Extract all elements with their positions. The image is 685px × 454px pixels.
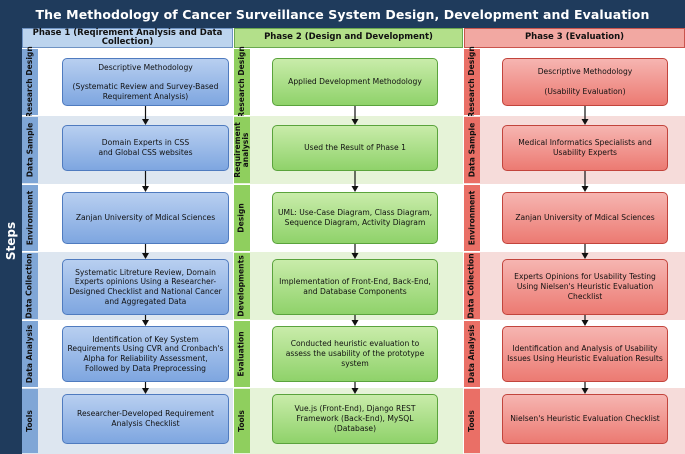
row-label-environment: Environment (464, 185, 480, 251)
step-box-text: Implementation of Front-End, Back-End, a… (279, 277, 431, 296)
phase-2-column: Phase 2 (Design and Development)Research… (233, 28, 463, 454)
step-box-data-collection: Systematic Litreture Review, Domain Expe… (62, 259, 229, 315)
row-label-research-design: Research Design (234, 46, 250, 118)
row-label-text: Data Analysis (467, 324, 477, 384)
diagram-title: The Methodology of Cancer Surveillance S… (0, 0, 685, 28)
row-label-text: Data Sample (25, 122, 35, 178)
row-label-data-collection: Data Collection (464, 253, 480, 319)
row-label-text: Data Sample (467, 122, 477, 178)
row-label-data-collection: Data Collection (22, 253, 38, 319)
row-label-text: Tools (237, 410, 247, 432)
row-label-requirement-analysis: Requirement analysis (233, 117, 250, 183)
step-box-text: Zanjan University of Mdical Sciences (515, 213, 655, 223)
phase-1-column: Phase 1 (Reqirement Analysis and Data Co… (22, 28, 233, 454)
step-box-text: Identification of Key System Requirement… (67, 334, 224, 373)
phase-header: Phase 3 (Evaluation) (464, 28, 685, 48)
row-label-tools: Tools (464, 389, 480, 453)
step-box-text: Experts Opinions for Usability Testing U… (514, 272, 656, 301)
step-box-data-analysis: Identification and Analysis of Usability… (502, 326, 668, 382)
row-label-text: Developments (237, 255, 247, 317)
step-box-environment: Zanjan University of Mdical Sciences (502, 192, 668, 244)
row-label-text: Environment (25, 190, 35, 246)
row-label-text: Research Design (25, 46, 35, 118)
step-box-text: Researcher-Developed Requirement Analysi… (77, 409, 214, 428)
row-label-text: Data Collection (467, 253, 477, 319)
phase-3-column: Phase 3 (Evaluation)Research Design Descr… (464, 28, 685, 454)
step-box-text: Nielsen's Heuristic Evaluation Checklist (510, 414, 660, 424)
row-label-text: Research Design (237, 46, 247, 118)
step-box-tools: Researcher-Developed Requirement Analysi… (62, 394, 229, 444)
row-label-data-sample: Data Sample (464, 117, 480, 183)
step-box-data-sample: Medical Informatics Specialists and Usab… (502, 125, 668, 171)
row-label-tools: Tools (22, 389, 38, 453)
steps-label: Steps (4, 221, 18, 261)
row-label-text: Research Design (467, 46, 477, 118)
step-box-text: Used the Result of Phase 1 (304, 143, 406, 153)
row-label-text: Tools (467, 410, 477, 432)
row-label-environment: Environment (22, 185, 38, 251)
row-label-text: Requirement analysis (233, 122, 250, 178)
step-box-text: Descriptive Methodology (Usability Evalu… (537, 67, 633, 96)
step-box-developments: Implementation of Front-End, Back-End, a… (272, 259, 438, 315)
phase-header: Phase 1 (Reqirement Analysis and Data Co… (22, 28, 233, 48)
row-label-developments: Developments (234, 253, 250, 319)
row-label-text: Data Collection (25, 253, 35, 319)
step-box-research-design: Descriptive Methodology (Usability Evalu… (502, 58, 668, 106)
row-label-tools: Tools (234, 389, 250, 453)
steps-sidebar: Steps (0, 28, 22, 454)
row-label-data-analysis: Data Analysis (22, 321, 38, 387)
row-label-text: Environment (467, 190, 477, 246)
step-box-data-analysis: Identification of Key System Requirement… (62, 326, 229, 382)
row-label-text: Tools (25, 410, 35, 432)
step-box-data-collection: Experts Opinions for Usability Testing U… (502, 259, 668, 315)
row-label-data-sample: Data Sample (22, 117, 38, 183)
row-label-text: Design (237, 203, 247, 233)
step-box-design: UML: Use-Case Diagram, Class Diagram, Se… (272, 192, 438, 244)
row-label-research-design: Research Design (22, 46, 38, 118)
phase-header: Phase 2 (Design and Development) (234, 28, 463, 48)
step-box-research-design: Descriptive Methodology (Systematic Revi… (62, 58, 229, 106)
row-label-design: Design (234, 185, 250, 251)
step-box-text: UML: Use-Case Diagram, Class Diagram, Se… (277, 208, 433, 227)
row-label-evaluation: Evaluation (234, 321, 250, 387)
step-box-text: Conducted heuristic evaluation to assess… (285, 339, 425, 368)
step-box-text: Identification and Analysis of Usability… (507, 344, 663, 363)
row-label-data-analysis: Data Analysis (464, 321, 480, 387)
step-box-environment: Zanjan University of Mdical Sciences (62, 192, 229, 244)
row-label-text: Data Analysis (25, 324, 35, 384)
step-box-text: Systematic Litreture Review, Domain Expe… (69, 267, 222, 306)
row-label-research-design: Research Design (464, 46, 480, 118)
step-box-text: Descriptive Methodology (Systematic Revi… (72, 62, 219, 101)
step-box-data-sample: Domain Experts in CSS and Global CSS web… (62, 125, 229, 171)
step-box-tools: Nielsen's Heuristic Evaluation Checklist (502, 394, 668, 444)
step-box-text: Domain Experts in CSS and Global CSS web… (98, 138, 193, 157)
step-box-text: Applied Development Methodology (288, 77, 422, 87)
row-label-text: Evaluation (237, 331, 247, 377)
step-box-text: Medical Informatics Specialists and Usab… (518, 138, 652, 157)
step-box-tools: Vue.js (Front-End), Django REST Framewor… (272, 394, 438, 444)
step-box-text: Vue.js (Front-End), Django REST Framewor… (294, 404, 416, 433)
step-box-text: Zanjan University of Mdical Sciences (75, 213, 216, 223)
step-box-research-design: Applied Development Methodology (272, 58, 438, 106)
step-box-requirement-analysis: Used the Result of Phase 1 (272, 125, 438, 171)
step-box-evaluation: Conducted heuristic evaluation to assess… (272, 326, 438, 382)
